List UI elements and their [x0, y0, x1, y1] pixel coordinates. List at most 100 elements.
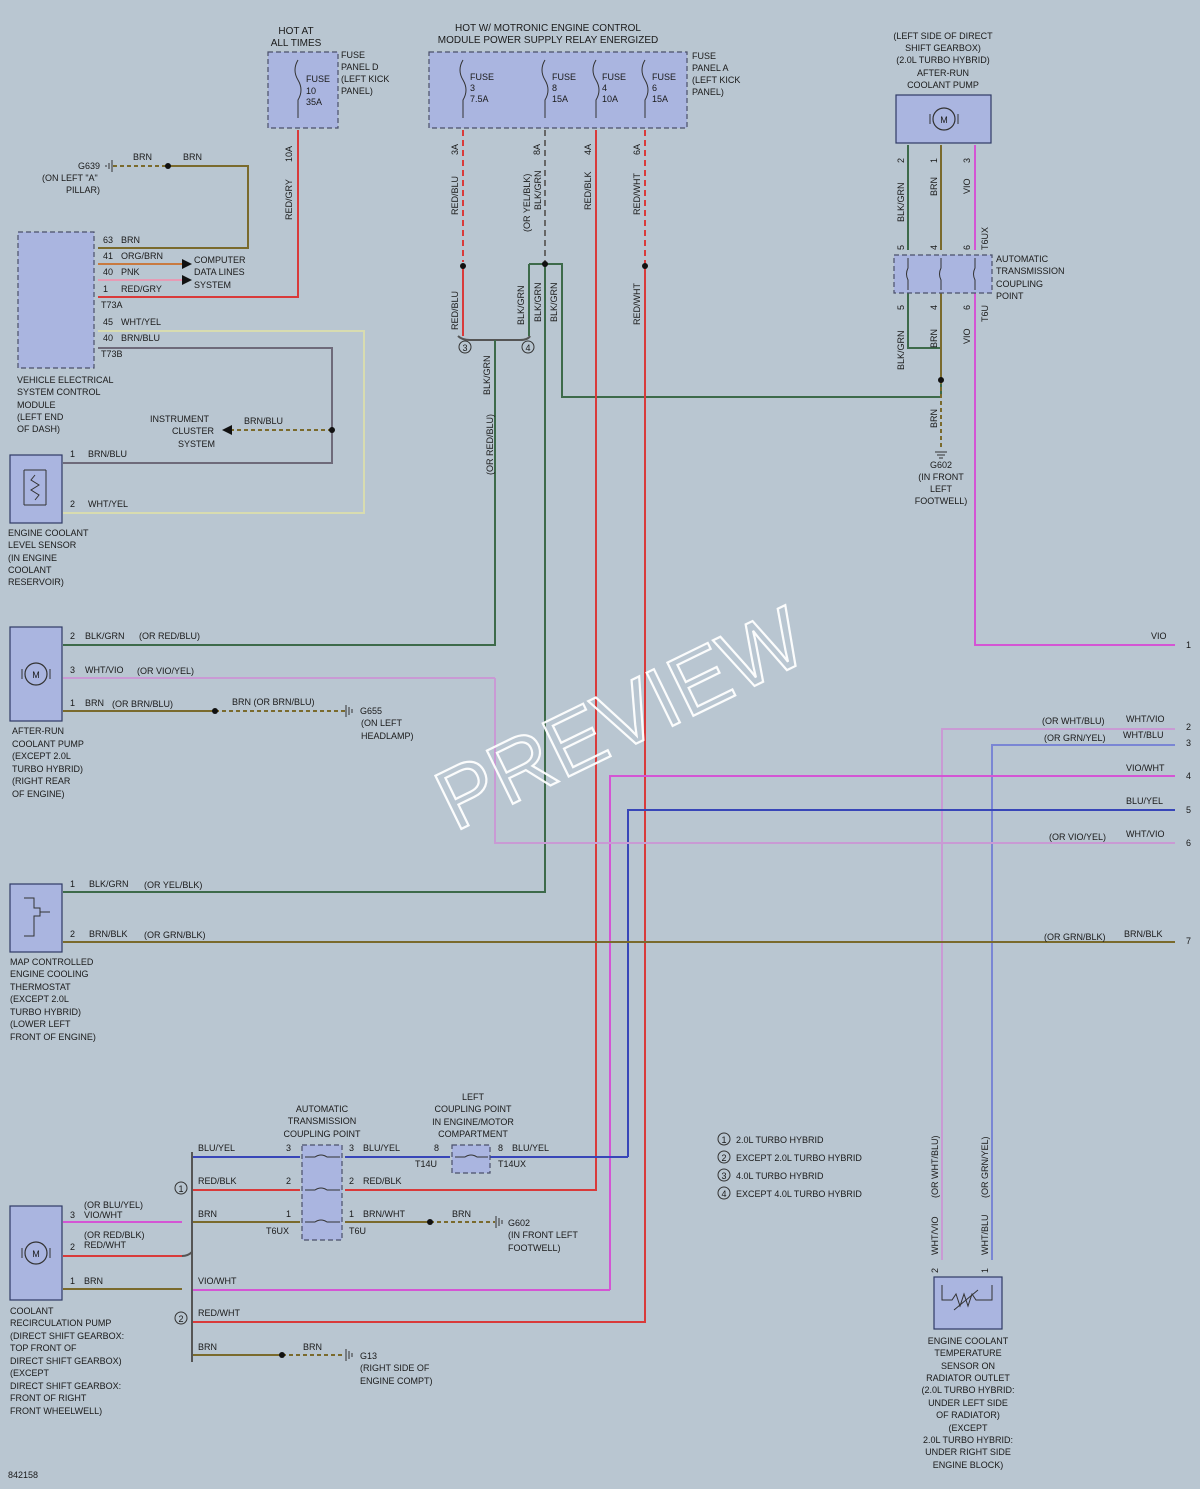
svg-text:RED/BLU: RED/BLU: [450, 291, 460, 330]
svg-text:(ON LEFT: (ON LEFT: [361, 718, 403, 728]
svg-text:(EXCEPT: (EXCEPT: [10, 1368, 50, 1378]
svg-text:COMPARTMENT: COMPARTMENT: [438, 1129, 508, 1139]
svg-text:1: 1: [70, 698, 75, 708]
svg-text:(OR GRN/BLK): (OR GRN/BLK): [144, 930, 206, 940]
svg-text:5: 5: [896, 305, 906, 310]
svg-text:4: 4: [1186, 771, 1191, 781]
svg-text:G655: G655: [360, 706, 382, 716]
svg-text:RED/BLK: RED/BLK: [583, 171, 593, 210]
svg-text:FOOTWELL): FOOTWELL): [508, 1243, 561, 1253]
svg-text:AFTER-RUN: AFTER-RUN: [917, 68, 969, 78]
svg-text:4: 4: [929, 245, 939, 250]
svg-text:MODULE: MODULE: [17, 400, 56, 410]
svg-text:SENSOR ON: SENSOR ON: [941, 1361, 995, 1371]
svg-text:WHT/VIO: WHT/VIO: [85, 665, 124, 675]
svg-text:8: 8: [498, 1143, 503, 1153]
svg-text:COUPLING POINT: COUPLING POINT: [434, 1104, 512, 1114]
svg-text:AUTOMATIC: AUTOMATIC: [296, 1104, 349, 1114]
svg-text:BRN: BRN: [121, 235, 140, 245]
svg-text:(OR GRN/YEL): (OR GRN/YEL): [980, 1136, 990, 1198]
svg-text:BLU/YEL: BLU/YEL: [198, 1143, 235, 1153]
svg-text:BRN: BRN: [133, 152, 152, 162]
svg-text:BLK/GRN: BLK/GRN: [533, 170, 543, 210]
svg-text:(OR RED/BLU): (OR RED/BLU): [485, 414, 495, 475]
svg-text:RED/BLU: RED/BLU: [450, 176, 460, 215]
svg-text:COOLANT: COOLANT: [10, 1306, 54, 1316]
svg-text:2.0L TURBO HYBRID: 2.0L TURBO HYBRID: [736, 1135, 824, 1145]
variant-2-wires: 1 2 VIO/WHT RED/WHT BRN BRN G13 (RIGHT S…: [174, 1181, 433, 1386]
svg-text:RESERVOIR): RESERVOIR): [8, 577, 64, 587]
engine-coolant-level-sensor: 1 BRN/BLU 2 WHT/YEL ENGINE COOLANT LEVEL…: [8, 449, 128, 587]
fuse-panel-d: HOT AT ALL TIMES FUSE 10 35A FUSE PANEL …: [267, 26, 389, 220]
svg-text:2.0L TURBO HYBRID:: 2.0L TURBO HYBRID:: [923, 1435, 1013, 1445]
svg-text:40: 40: [103, 333, 113, 343]
svg-text:VEHICLE ELECTRICAL: VEHICLE ELECTRICAL: [17, 375, 114, 385]
svg-text:FRONT WHEELWELL): FRONT WHEELWELL): [10, 1406, 102, 1416]
svg-text:40: 40: [103, 267, 113, 277]
fuse-6: FUSE 6 15A: [641, 59, 676, 118]
fuse-8: FUSE 8 15A: [541, 59, 576, 118]
svg-text:ENGINE COOLANT: ENGINE COOLANT: [928, 1336, 1009, 1346]
svg-text:10A: 10A: [284, 146, 294, 162]
svg-text:4: 4: [602, 83, 607, 93]
svg-text:2: 2: [178, 1314, 183, 1324]
svg-text:M: M: [940, 115, 948, 125]
svg-text:ENGINE COMPT): ENGINE COMPT): [360, 1376, 433, 1386]
svg-text:2: 2: [70, 1242, 75, 1252]
svg-text:FUSE: FUSE: [652, 72, 676, 82]
svg-text:(LOWER LEFT: (LOWER LEFT: [10, 1019, 71, 1029]
svg-text:(OR GRN/YEL): (OR GRN/YEL): [1044, 733, 1106, 743]
svg-text:BRN: BRN: [183, 152, 202, 162]
svg-text:AFTER-RUN: AFTER-RUN: [12, 726, 64, 736]
svg-text:2: 2: [70, 929, 75, 939]
engine-coolant-temperature-sensor: (OR WHT/BLU) (OR GRN/YEL) WHT/VIO WHT/BL…: [921, 1136, 1014, 1471]
svg-text:3: 3: [1186, 738, 1191, 748]
svg-text:BLU/YEL: BLU/YEL: [1126, 796, 1163, 806]
svg-text:7.5A: 7.5A: [470, 94, 489, 104]
svg-text:2: 2: [70, 631, 75, 641]
svg-text:TURBO HYBRID): TURBO HYBRID): [12, 764, 83, 774]
svg-text:DATA LINES: DATA LINES: [194, 267, 245, 277]
svg-text:SYSTEM CONTROL: SYSTEM CONTROL: [17, 387, 101, 397]
svg-text:BRN: BRN: [198, 1209, 217, 1219]
svg-text:UNDER RIGHT SIDE: UNDER RIGHT SIDE: [925, 1447, 1011, 1457]
svg-text:ENGINE COOLANT: ENGINE COOLANT: [8, 528, 89, 538]
svg-text:G13: G13: [360, 1351, 377, 1361]
svg-text:1: 1: [286, 1209, 291, 1219]
svg-text:63: 63: [103, 235, 113, 245]
svg-text:BRN: BRN: [929, 177, 939, 196]
svg-text:(OR VIO/YEL): (OR VIO/YEL): [137, 666, 194, 676]
svg-text:8A: 8A: [532, 144, 542, 155]
svg-text:RECIRCULATION PUMP: RECIRCULATION PUMP: [10, 1318, 111, 1328]
svg-text:SYSTEM: SYSTEM: [178, 439, 215, 449]
left-coupling-point: LEFT COUPLING POINT IN ENGINE/MOTOR COMP…: [415, 1092, 549, 1174]
svg-text:BRN: BRN: [85, 698, 104, 708]
svg-text:4: 4: [721, 1189, 726, 1199]
svg-text:(OR GRN/BLK): (OR GRN/BLK): [1044, 932, 1106, 942]
svg-text:1: 1: [721, 1135, 726, 1145]
svg-text:(2.0L TURBO HYBRID:: (2.0L TURBO HYBRID:: [921, 1385, 1014, 1395]
svg-text:VIO/WHT: VIO/WHT: [84, 1210, 123, 1220]
svg-text:VIO: VIO: [962, 178, 972, 194]
svg-text:OF DASH): OF DASH): [17, 424, 60, 434]
svg-text:FRONT OF ENGINE): FRONT OF ENGINE): [10, 1032, 96, 1042]
automatic-transmission-coupling-point-right: 5 4 6 5 4 6 BLK/GRN BRN VIO AUTOMATIC TR…: [893, 245, 1065, 506]
svg-text:8: 8: [434, 1143, 439, 1153]
svg-text:5: 5: [1186, 805, 1191, 815]
svg-text:WHT/YEL: WHT/YEL: [121, 317, 161, 327]
svg-text:(OR VIO/YEL): (OR VIO/YEL): [1049, 832, 1106, 842]
svg-text:1: 1: [178, 1184, 183, 1194]
svg-text:PANEL): PANEL): [692, 87, 724, 97]
svg-text:(OR WHT/BLU): (OR WHT/BLU): [930, 1136, 940, 1199]
svg-text:2: 2: [896, 158, 906, 163]
svg-text:CLUSTER: CLUSTER: [172, 426, 215, 436]
svg-text:6A: 6A: [632, 144, 642, 155]
svg-text:TOP FRONT OF: TOP FRONT OF: [10, 1343, 77, 1353]
svg-text:PANEL): PANEL): [341, 86, 373, 96]
svg-text:HOT W/ MOTRONIC ENGINE CONTROL: HOT W/ MOTRONIC ENGINE CONTROL: [455, 23, 641, 34]
svg-text:WHT/VIO: WHT/VIO: [1126, 829, 1165, 839]
svg-text:1: 1: [103, 284, 108, 294]
svg-text:FUSE: FUSE: [552, 72, 576, 82]
svg-text:DIRECT SHIFT GEARBOX:: DIRECT SHIFT GEARBOX:: [10, 1381, 121, 1391]
